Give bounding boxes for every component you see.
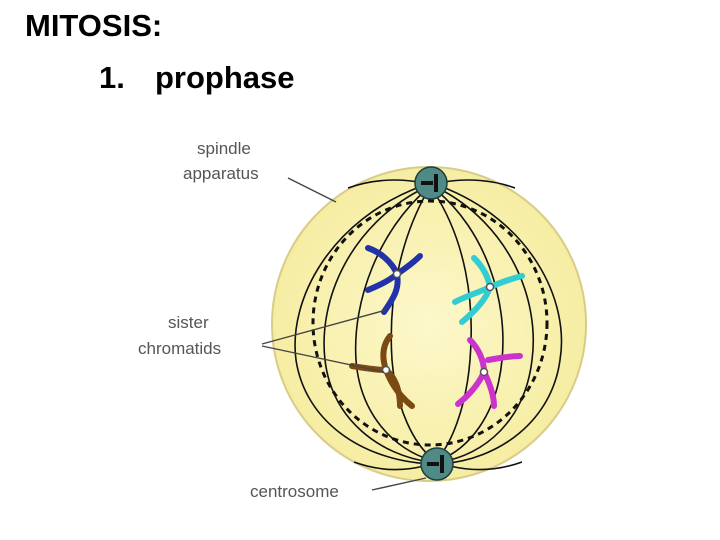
- spindle-fiber: [437, 187, 534, 463]
- label-sister-line1: sister: [168, 313, 209, 332]
- leader-lines: [261, 177, 427, 491]
- spindle-fiber: [294, 185, 431, 465]
- spindle-fiber: [433, 191, 473, 459]
- centrosome-top: [414, 166, 448, 200]
- aster-ray: [443, 179, 516, 189]
- label-spindle-line1: spindle: [197, 139, 251, 158]
- label-spindle-line2: apparatus: [183, 164, 259, 183]
- spindle-fiber: [354, 189, 432, 461]
- spindle-fiber: [435, 189, 504, 461]
- spindle-leader-line: [287, 177, 337, 203]
- sister-leader-line: [261, 309, 387, 345]
- chromosome-cyan: [452, 255, 525, 325]
- spindle-fiber: [390, 191, 433, 459]
- spindle-fiber: [439, 185, 563, 465]
- list-number: 1.: [99, 60, 125, 95]
- centrosome-bottom: [420, 447, 454, 481]
- cell-body: [271, 166, 587, 482]
- list-text: prophase: [155, 60, 295, 95]
- chromosome-blue: [365, 245, 423, 315]
- label-sister-line2: chromatids: [138, 339, 221, 358]
- nuclear-envelope: [311, 199, 549, 447]
- label-centrosome: centrosome: [250, 482, 339, 501]
- centrosome-leader-line: [371, 477, 427, 491]
- aster-ray: [353, 461, 425, 471]
- sister-leader-line: [261, 345, 385, 373]
- list-item-prophase: 1. prophase: [99, 58, 295, 98]
- spindle-fibers: [294, 179, 563, 471]
- slide-title: MITOSIS:: [25, 8, 163, 43]
- chromosome-magenta: [455, 337, 523, 409]
- aster-ray: [449, 461, 523, 471]
- aster-ray: [347, 179, 419, 189]
